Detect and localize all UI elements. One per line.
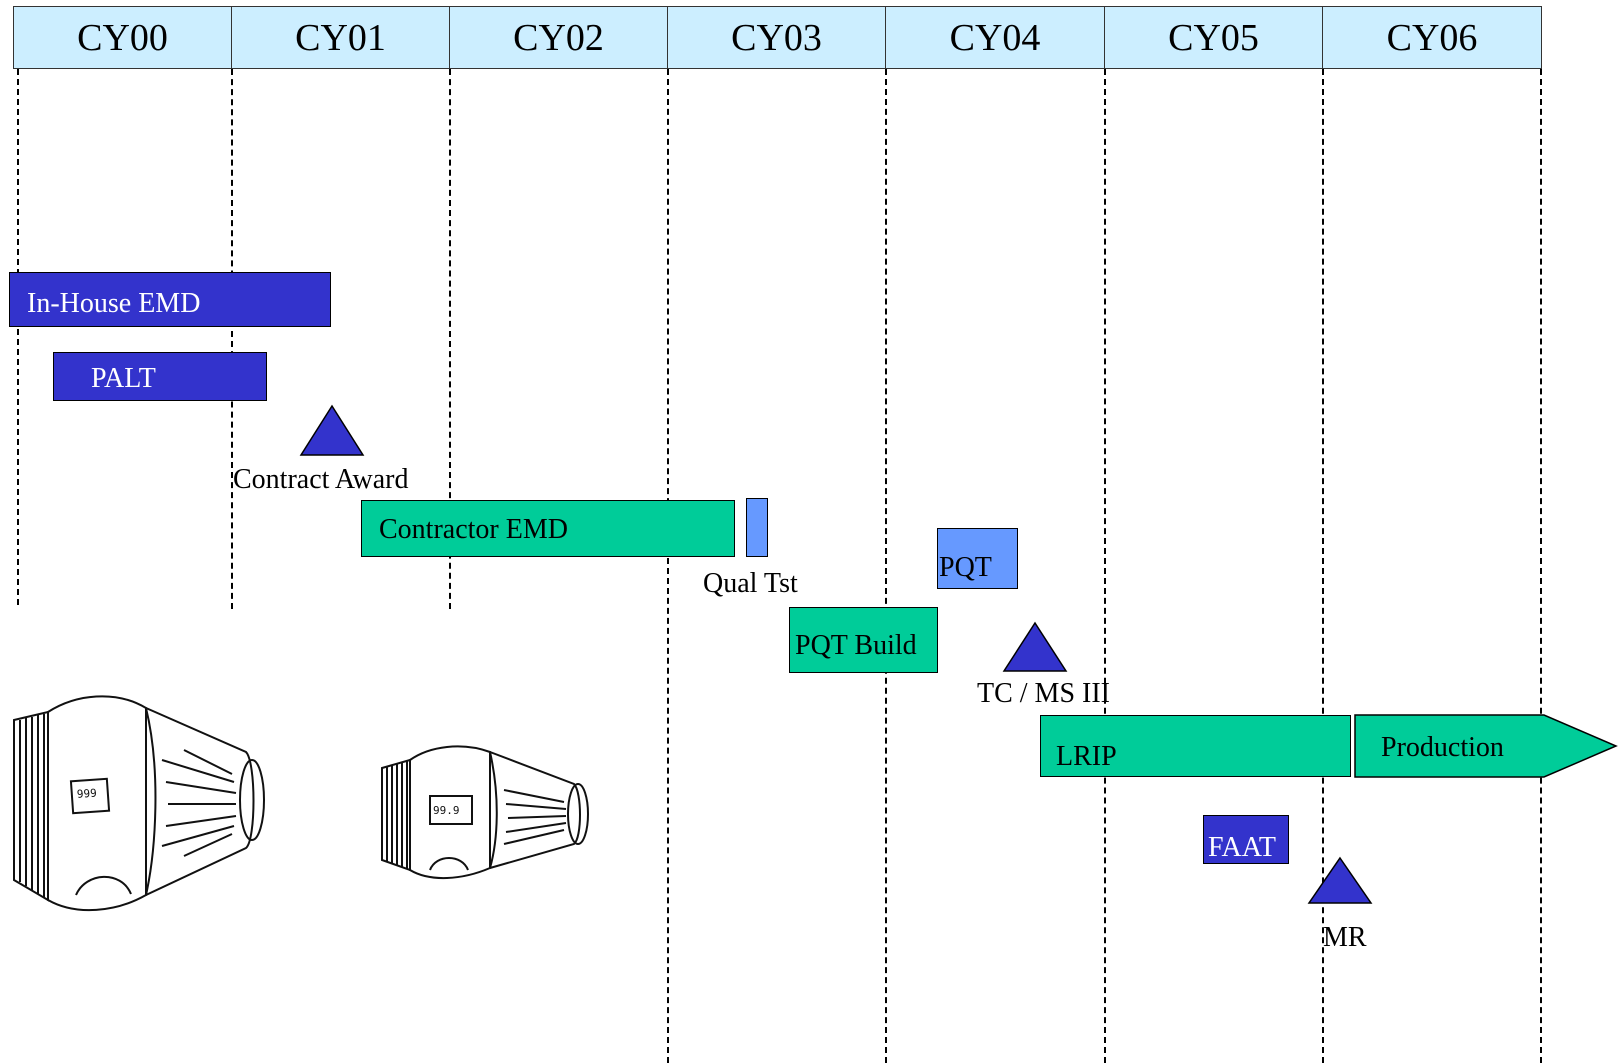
production-arrow bbox=[1354, 714, 1618, 778]
small-fuze-display: 99.9 bbox=[433, 804, 460, 817]
year-header-cy04: CY04 bbox=[885, 6, 1105, 69]
large-fuze-display: 999 bbox=[76, 787, 97, 801]
mr-label: MR bbox=[1323, 922, 1367, 953]
divider-line bbox=[449, 69, 451, 609]
tc-ms-iii-triangle bbox=[1002, 621, 1068, 672]
mr-triangle bbox=[1307, 856, 1373, 904]
qual-tst-bar bbox=[746, 498, 768, 557]
pqt-bar bbox=[937, 528, 1018, 589]
year-header-cy03: CY03 bbox=[667, 6, 886, 69]
palt-bar bbox=[53, 352, 267, 401]
divider-line bbox=[1104, 69, 1106, 1063]
year-header-cy01: CY01 bbox=[231, 6, 450, 69]
year-header-cy05: CY05 bbox=[1104, 6, 1323, 69]
tc-ms-iii-label: TC / MS III bbox=[977, 678, 1110, 709]
divider-line bbox=[1322, 69, 1324, 1063]
pqt-label: PQT bbox=[939, 552, 992, 583]
production-label: Production bbox=[1381, 732, 1504, 763]
palt-label: PALT bbox=[91, 363, 156, 394]
divider-line bbox=[231, 69, 233, 609]
year-header-cy06: CY06 bbox=[1322, 6, 1542, 69]
divider-line bbox=[667, 69, 669, 1063]
contractor-emd-bar bbox=[361, 500, 735, 557]
faat-label: FAAT bbox=[1208, 832, 1276, 863]
divider-line bbox=[885, 69, 887, 1063]
faat-bar bbox=[1203, 815, 1289, 864]
qual-tst-label: Qual Tst bbox=[703, 568, 798, 599]
year-header-cy00: CY00 bbox=[13, 6, 232, 69]
in-house-emd-label: In-House EMD bbox=[27, 288, 201, 319]
pqt-build-label: PQT Build bbox=[795, 630, 917, 661]
fuze-illustration-small: 99.9 bbox=[381, 745, 589, 879]
lrip-label: LRIP bbox=[1056, 741, 1117, 772]
contract-award-label: Contract Award bbox=[233, 464, 409, 495]
divider-line bbox=[1540, 69, 1542, 1063]
year-header-cy02: CY02 bbox=[449, 6, 668, 69]
fuze-illustration-large: 999 bbox=[13, 695, 265, 912]
contractor-emd-label: Contractor EMD bbox=[379, 514, 568, 545]
in-house-emd-bar bbox=[9, 272, 331, 327]
lrip-bar bbox=[1040, 715, 1351, 777]
pqt-build-bar bbox=[789, 607, 938, 673]
divider-line bbox=[17, 69, 19, 605]
contract-award-triangle bbox=[299, 404, 365, 456]
